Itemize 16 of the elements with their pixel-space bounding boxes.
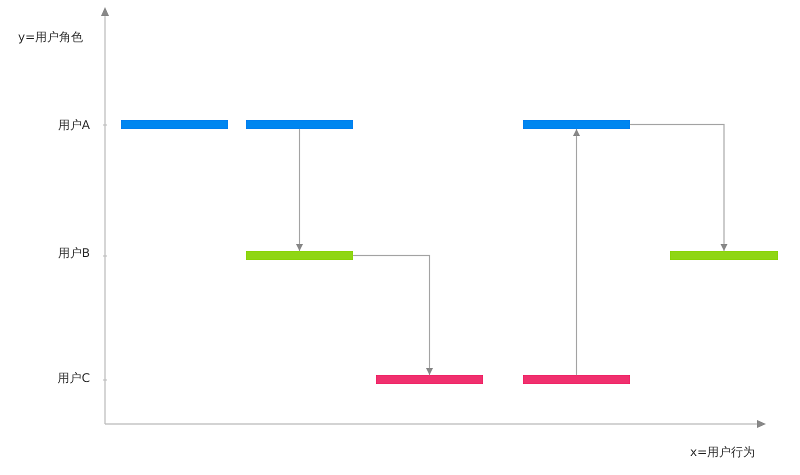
arrow <box>630 124 728 251</box>
row-label: 用户A <box>56 117 90 134</box>
arrow <box>296 129 303 251</box>
timeline-bar <box>246 120 353 129</box>
timeline-bar <box>121 120 228 129</box>
row-label: 用户C <box>56 370 90 387</box>
timeline-bar <box>670 251 778 260</box>
row-label: 用户B <box>56 245 90 262</box>
arrow <box>353 254 433 375</box>
arrow <box>573 129 580 375</box>
timeline-bar <box>246 251 353 260</box>
timeline-bar <box>523 120 630 129</box>
timeline-bar <box>523 375 630 384</box>
axis-title: x=用户行为 <box>690 444 756 461</box>
axis-title: y=用户角色 <box>18 29 84 46</box>
timeline-bar <box>376 375 483 384</box>
